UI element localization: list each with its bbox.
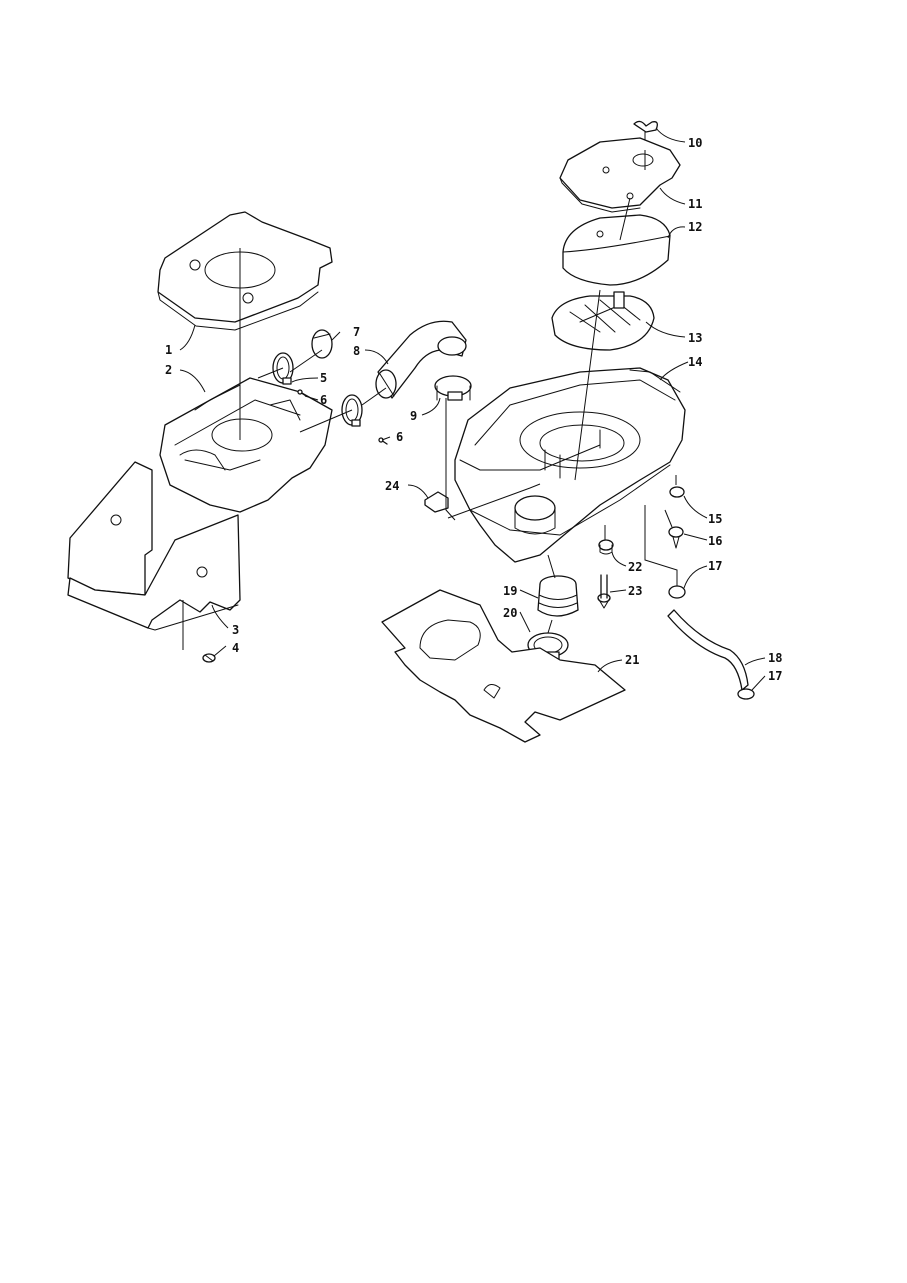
part-6-screw-upper <box>297 389 307 397</box>
callout-17a: 17 <box>708 559 722 573</box>
part-1-top-plate <box>157 211 333 331</box>
callout-19: 19 <box>503 584 517 598</box>
callout-5: 5 <box>320 371 327 385</box>
callout-21: 21 <box>625 653 639 667</box>
part-17-hose-clamp-lower <box>737 688 755 700</box>
part-12-air-cleaner-cover <box>562 214 671 286</box>
part-4-screw <box>202 653 216 663</box>
callout-2: 2 <box>165 363 172 377</box>
part-24-clip <box>424 491 449 513</box>
callout-11: 11 <box>688 197 702 211</box>
part-2-airbox-base <box>159 377 333 513</box>
callout-1: 1 <box>165 343 172 357</box>
part-21-gasket <box>381 589 626 743</box>
part-9-clamp <box>434 375 472 401</box>
callout-3: 3 <box>232 623 239 637</box>
callout-9: 9 <box>410 409 417 423</box>
callout-4: 4 <box>232 641 239 655</box>
callout-22: 22 <box>628 560 642 574</box>
callout-8: 8 <box>353 344 360 358</box>
callout-14: 14 <box>688 355 702 369</box>
callout-15: 15 <box>708 512 722 526</box>
callout-20: 20 <box>503 606 517 620</box>
callout-labels: 1 2 3 4 5 6 6 7 8 9 10 11 12 13 14 15 16… <box>165 136 782 683</box>
callout-13: 13 <box>688 331 702 345</box>
part-16-push-rivet <box>668 526 684 549</box>
callout-6b: 6 <box>396 430 403 444</box>
callout-7: 7 <box>353 325 360 339</box>
callout-17b: 17 <box>768 669 782 683</box>
part-6-screw-lower <box>378 437 388 445</box>
part-13-filter-element <box>551 291 655 351</box>
part-14-airbox-housing <box>454 367 686 563</box>
part-11-cover-gasket <box>559 137 681 213</box>
part-5-clamp-lower <box>341 394 363 427</box>
callout-12: 12 <box>688 220 702 234</box>
callout-24: 24 <box>385 479 399 493</box>
callout-23: 23 <box>628 584 642 598</box>
callout-6a: 6 <box>320 393 327 407</box>
callout-18: 18 <box>768 651 782 665</box>
callout-leaders <box>179 127 766 691</box>
part-23-pin <box>597 574 611 609</box>
part-22-grommet <box>598 539 614 555</box>
part-3-heat-shield <box>67 461 241 631</box>
callout-10: 10 <box>688 136 702 150</box>
part-19-intake-boot <box>537 575 579 617</box>
part-18-drain-hose <box>667 609 749 691</box>
part-7-coupler <box>311 329 333 359</box>
part-17-hose-clamp-upper <box>668 585 686 599</box>
callout-16: 16 <box>708 534 722 548</box>
assembly-alignment-lines <box>182 150 678 650</box>
part-15-grommet <box>669 486 685 498</box>
